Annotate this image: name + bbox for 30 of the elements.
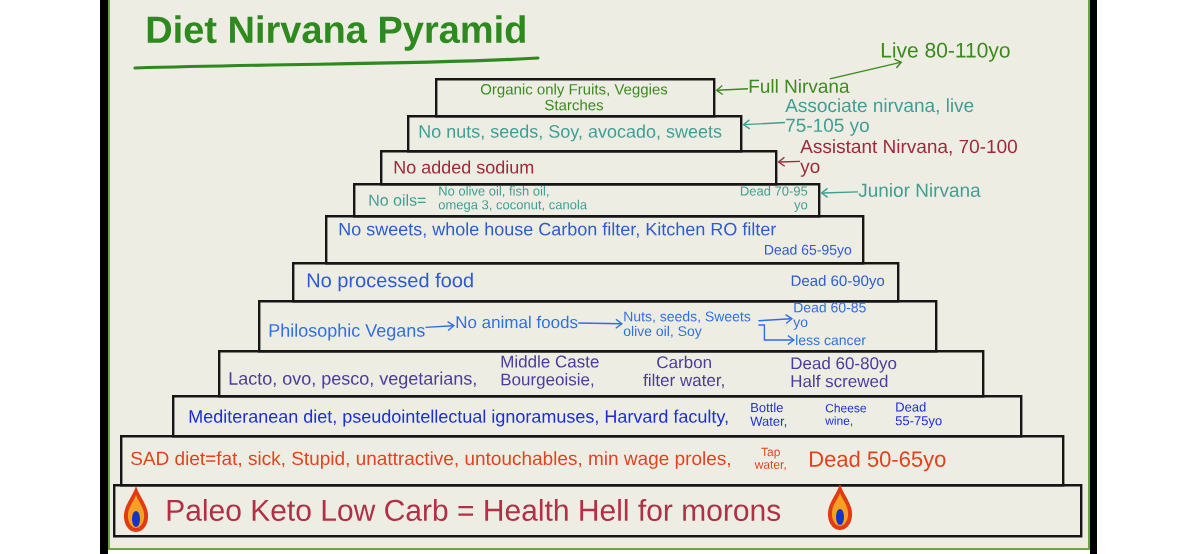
pyramid-tier: No nuts, seeds, Soy, avocado, sweets (407, 115, 743, 153)
annotation-text: Assistant Nirvana, 70-100 yo (800, 139, 1017, 177)
pyramid-tier: No oils= No olive oil, fish oil, omega 3, coconut, canola Dead 70-95 yo (353, 183, 821, 218)
pyramid-tier: No sweets, whole house Carbon filter, Kitchen RO filter Dead 65-95yo (325, 215, 865, 265)
tier-text: Philosophic Vegans (269, 323, 425, 341)
pyramid-tier: SAD diet=fat, sick, Stupid, unattractive, untouchables, min wage proles, Tap water, Dead 50-65yo (120, 435, 1065, 487)
arrow (742, 119, 786, 130)
annotation-text: Junior Nirvana (858, 183, 981, 197)
arrow (829, 58, 903, 80)
annotation-text: Live 80-110yo (881, 42, 1010, 62)
arrow (577, 318, 623, 329)
tier-text: Nuts, seeds, Sweets olive oil, Soy (623, 311, 751, 339)
pyramid-tier: Mediteranean diet, pseudointellectual ignoramuses, Harvard faculty, Bottle Water, Cheese wine, Dead 55-75yo (172, 395, 1023, 438)
pyramid-tier (258, 300, 938, 353)
pyramid-tier: Paleo Keto Low Carb = Health Hell for morons (113, 484, 1083, 538)
title: Diet Nirvana Pyramid (147, 15, 525, 51)
arrow (757, 324, 795, 346)
annotation-text: Full Nirvana (749, 79, 850, 93)
arrow (715, 84, 749, 96)
tier-text: less cancer (796, 334, 866, 346)
pyramid-tier: No processed food Dead 60-90yo (292, 262, 900, 303)
tier-text: No animal foods (456, 315, 578, 329)
pyramid-tier: No added sodium (380, 150, 778, 186)
arrow (757, 313, 793, 325)
pyramid-tier: Organic only Fruits, Veggies Starches (435, 78, 716, 118)
arrow (777, 156, 801, 167)
arrow (424, 320, 455, 332)
arrow (820, 187, 859, 199)
pyramid-tier: Lacto, ovo, pesco, vegetarians, Middle Caste Bourgeoisie, Carbon filter water, Dead 60-80yo Half screwed (218, 350, 985, 398)
annotation-text: Associate nirvana, live 75-105 yo (785, 98, 974, 136)
